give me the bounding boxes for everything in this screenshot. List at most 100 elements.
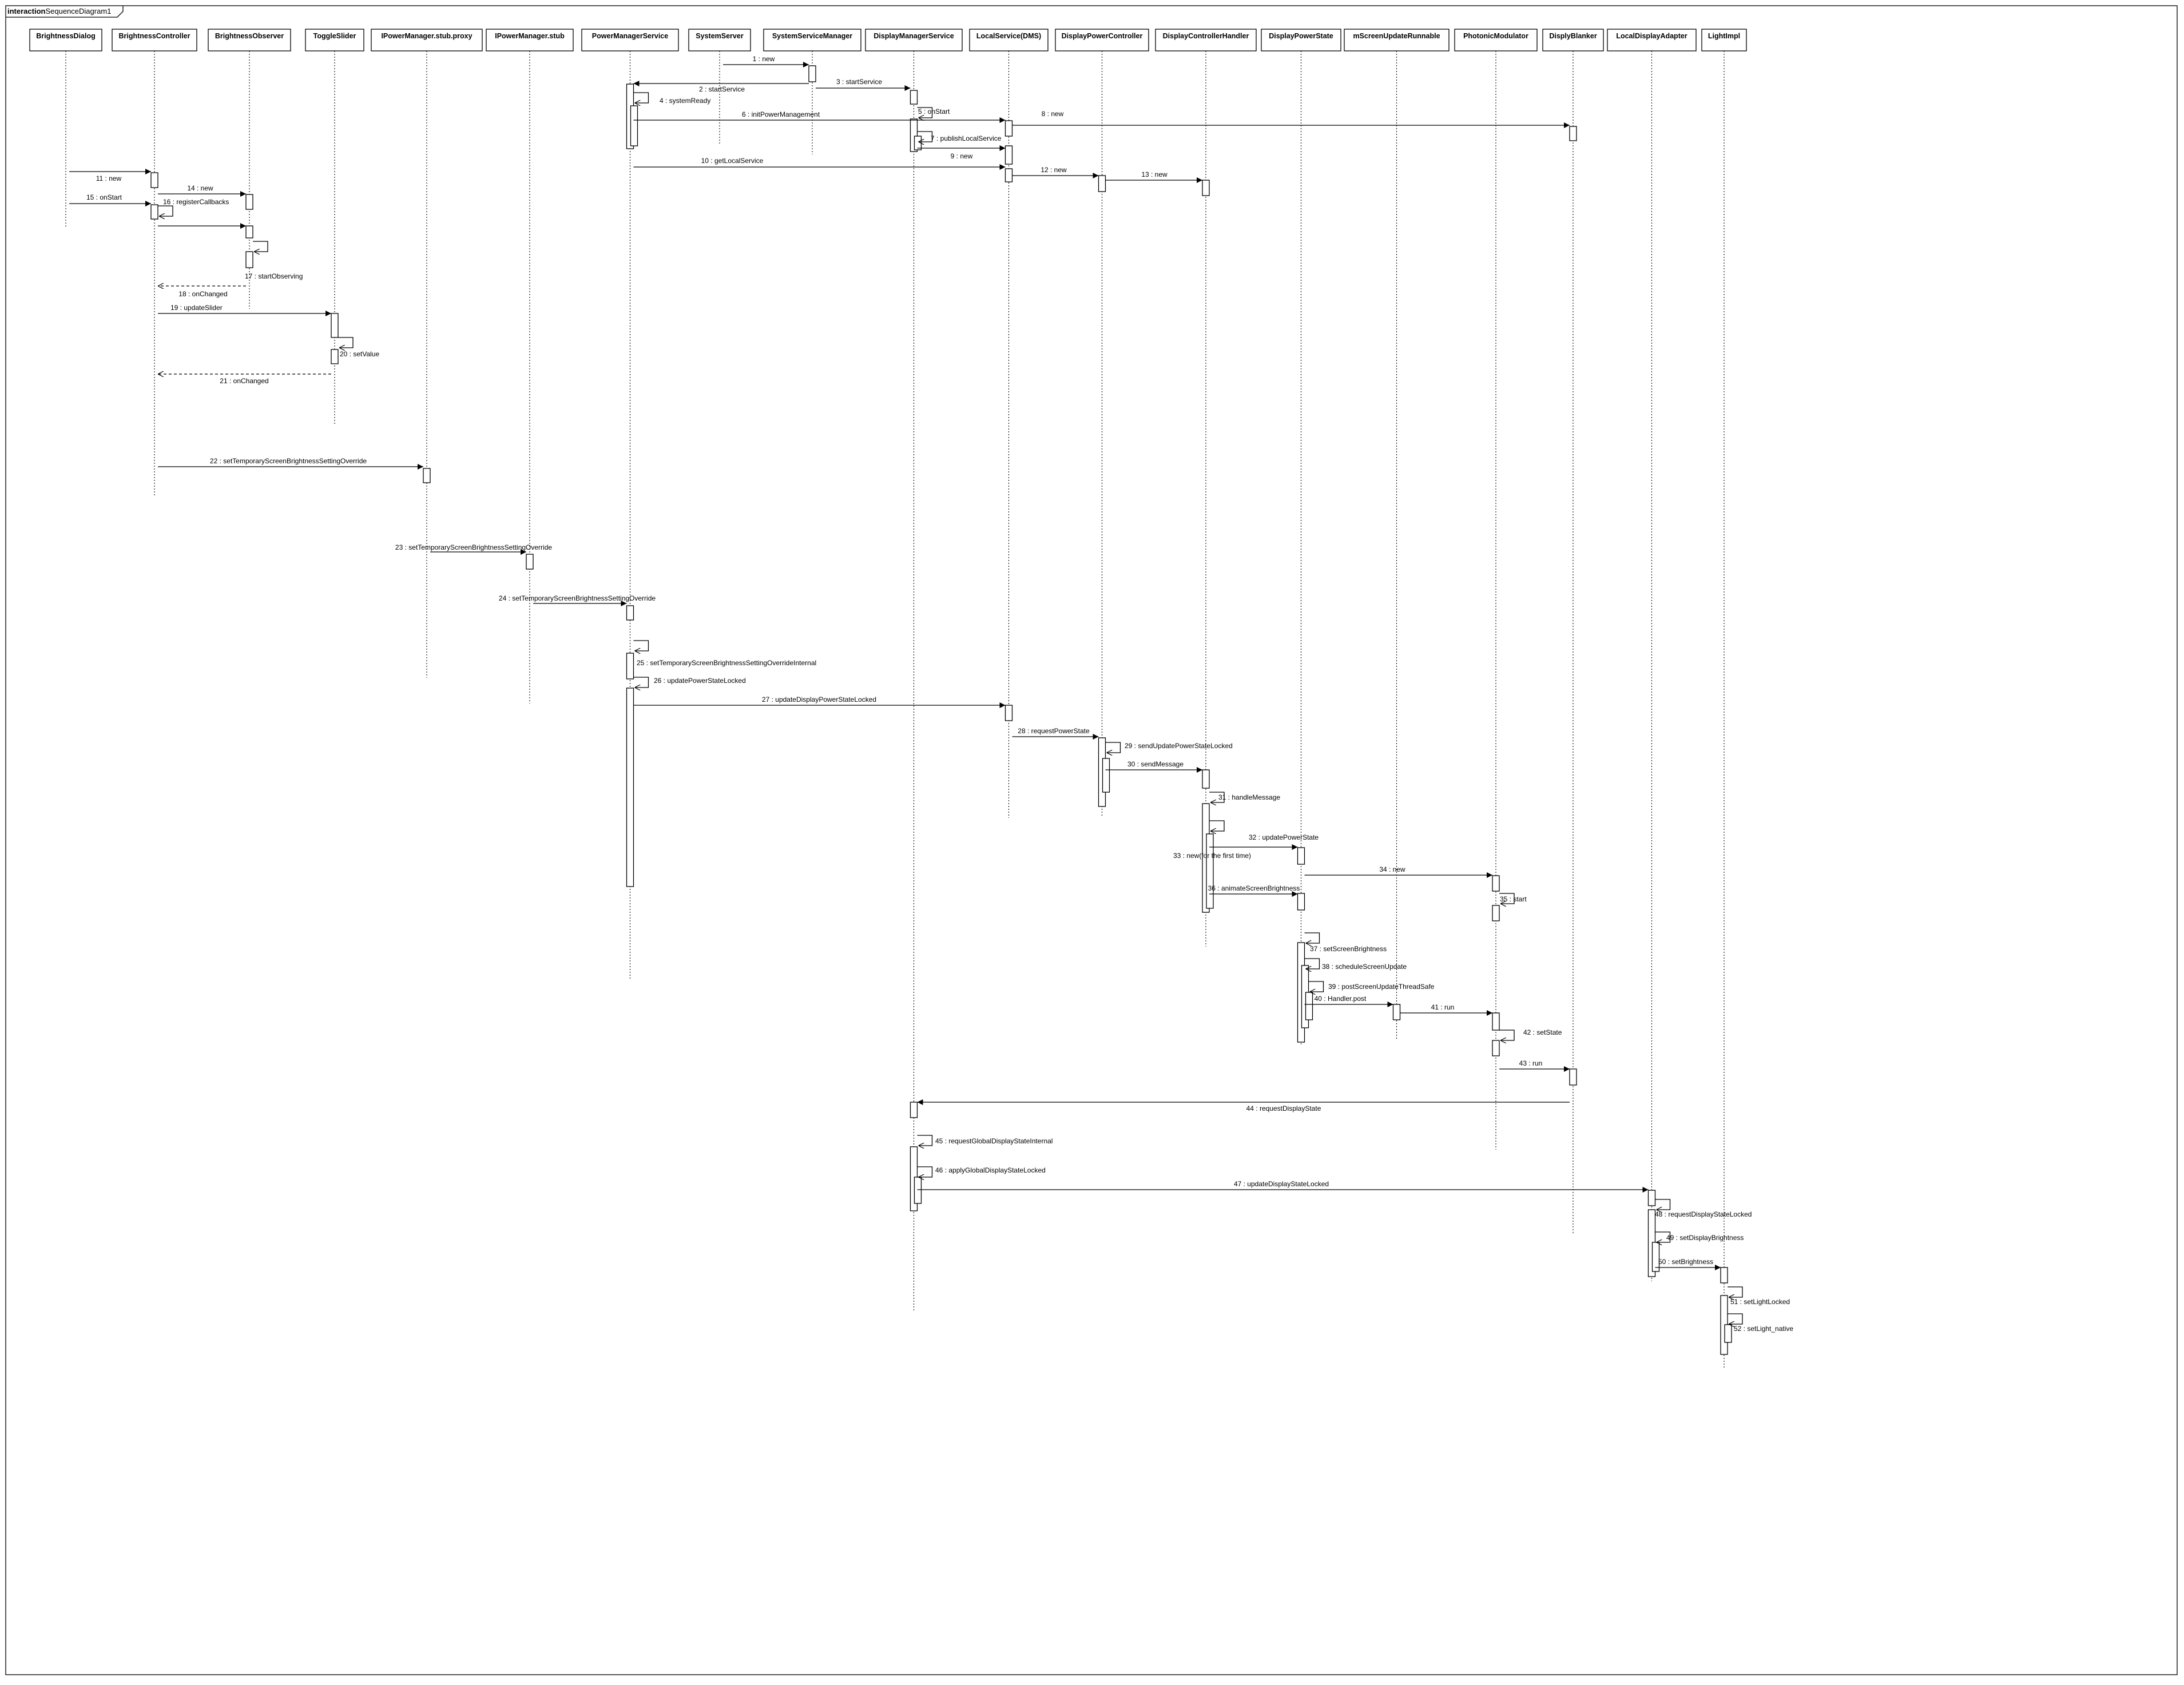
message-36: 36 : animateScreenBrightness [1208,884,1300,897]
message-43: 43 : run [1499,1059,1570,1072]
activation-bar [1004,145,1013,165]
activation-bar [910,90,918,105]
lifeline-bo: BrightnessObserver [208,29,291,309]
message-label: 9 : new [951,152,973,160]
lifeline-ss: SystemServer [688,29,751,145]
message-label: 20 : setValue [340,350,379,358]
message-2: 2 : startService [633,81,809,93]
lifeline-name: IPowerManager.stub [495,32,565,40]
lifeline-head [1344,29,1450,51]
activation-bar [1098,175,1106,192]
message-31: 31 : handleMessage [1209,792,1280,802]
message-label: 3 : startService [836,78,882,86]
message-label: 26 : updatePowerStateLocked [654,677,746,685]
lifeline-name: PowerManagerService [592,32,668,40]
activation-bar [245,225,253,239]
lifeline-head [1701,29,1747,51]
activation-bar [526,554,534,570]
message-49: 49 : setDisplayBrightness [1655,1231,1744,1242]
message-label: 28 : requestPowerState [1018,727,1090,735]
message-label: 46 : applyGlobalDisplayStateLocked [935,1166,1046,1174]
activation-bar [626,653,634,679]
message-label: 42 : setState [1523,1028,1562,1036]
message-16: 16 : registerCallbacks [158,198,229,216]
message-label: 30 : sendMessage [1127,760,1184,768]
message-label: 45 : requestGlobalDisplayStateInternal [935,1137,1053,1145]
message-38: 38 : scheduleScreenUpdate [1304,958,1407,971]
message-24: 24 : setTemporaryScreenBrightnessSetting… [499,594,656,606]
message-27: 27 : updateDisplayPowerStateLocked [633,696,1006,708]
message-label: 2 : startService [699,85,745,93]
lifeline-name: SystemServiceManager [772,32,852,40]
self-message-arrow [1499,893,1515,904]
activation-bar [245,194,253,210]
self-message-arrow [1304,958,1320,969]
message-13: 13 : new [1105,170,1202,183]
lifeline-db: DisplyBlanker [1542,29,1604,1233]
message-label: 7 : publishLocalService [931,134,1002,142]
message-25: 25 : setTemporaryScreenBrightnessSetting… [633,640,816,667]
message-34: 34 : new [1304,865,1492,878]
message-12: 12 : new [1012,166,1099,178]
self-message-arrow [1304,932,1320,943]
message-4: 4 : systemReady [633,92,710,105]
activation-bar [1305,992,1313,1020]
message-10: 10 : getLocalService [633,157,1006,170]
lifeline-lda: LocalDisplayAdapter [1607,29,1697,1281]
lifeline-dch: DisplayControllerHandler [1155,29,1257,947]
message-label: 11 : new [96,174,122,182]
activation-bar [1492,875,1500,892]
message-label: 13 : new [1141,170,1168,178]
lifeline-head [29,29,102,51]
message-41: 41 : run [1400,1003,1492,1016]
message-label: 31 : handleMessage [1218,793,1280,801]
message-label: 49 : setDisplayBrightness [1666,1234,1744,1242]
lifeline-head [208,29,291,51]
lifeline-head [1454,29,1538,51]
lifeline-name: BrightnessObserver [215,32,284,40]
message-label: 32 : updatePowerState [1249,833,1319,841]
message-label: 1 : new [753,55,775,63]
self-message-arrow [158,205,173,216]
message-30: 30 : sendMessage [1105,760,1202,773]
message-label: 33 : new(for the first time) [1173,852,1251,860]
lifeline-head [865,29,963,51]
message-50: 50 : setBrightness [1655,1258,1721,1270]
message-label: 10 : getLocalService [701,157,764,165]
lifeline-name: DisplayManagerService [873,32,954,40]
message-9: 9 : new [917,145,1006,160]
self-message-arrow [917,131,933,142]
lifeline-head [112,29,197,51]
interaction-frame: interactionSequenceDiagram1 [5,5,2178,1675]
lifeline-head [1261,29,1341,51]
activation-bar [1569,126,1577,141]
activation-bar [1206,833,1214,909]
message-44: 44 : requestDisplayState [917,1099,1570,1112]
activation-bar [1492,905,1500,921]
message-label: 27 : updateDisplayPowerStateLocked [762,696,876,704]
lifeline-name: DisplayPowerState [1269,32,1333,40]
message-52: 52 : setLight_native [1728,1313,1793,1333]
activation-bar [630,105,638,146]
lifeline-head [1542,29,1604,51]
lifeline-pm: PhotonicModulator [1454,29,1538,1150]
lifeline-ls: LocalService(DMS) [969,29,1049,818]
activation-bar [150,204,158,220]
message-label: 15 : onStart [86,193,122,201]
message-23: 23 : setTemporaryScreenBrightnessSetting… [395,543,552,555]
self-message-arrow [338,337,354,348]
message-label: 52 : setLight_native [1734,1325,1793,1333]
message-33: 33 : new(for the first time) [1173,844,1298,860]
activations-layer [150,65,1732,1355]
lifeline-bc: BrightnessController [112,29,197,495]
lifeline-name: DisplayPowerController [1062,32,1143,40]
message-22: 22 : setTemporaryScreenBrightnessSetting… [158,457,423,470]
self-message-arrow [917,1166,933,1177]
message-label: 6 : initPowerManagement [742,110,820,118]
self-message-arrow [1308,981,1324,992]
activation-bar [1492,1012,1500,1031]
lifeline-name: LocalService(DMS) [976,32,1041,40]
message-label: 44 : requestDisplayState [1246,1104,1321,1112]
self-message-arrow [1655,1199,1671,1210]
